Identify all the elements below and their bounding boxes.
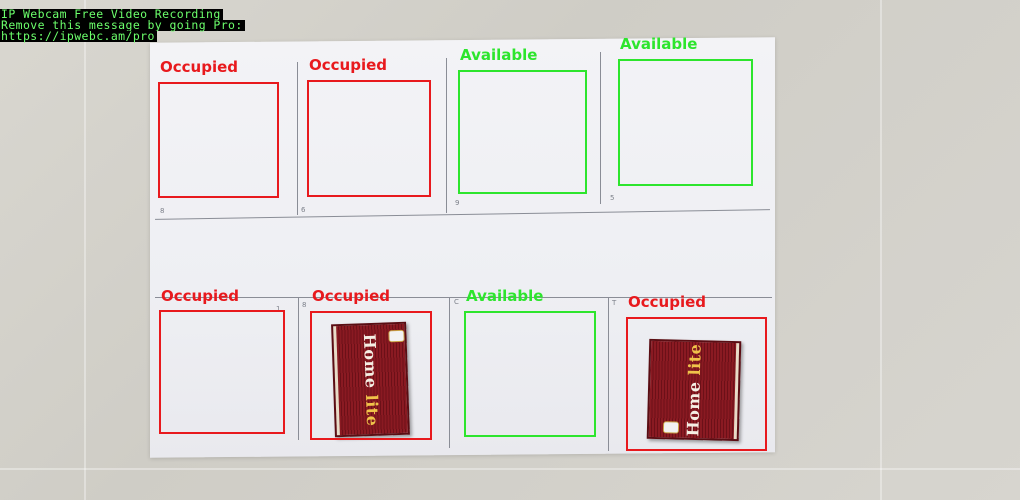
webcam-watermark: IP Webcam Free Video Recording Remove th… <box>0 7 245 43</box>
slot-detection-box <box>310 311 432 440</box>
slot-detection-box <box>307 80 431 197</box>
watermark-line-title: IP Webcam Free Video Recording <box>0 7 223 21</box>
slot-detection-box <box>464 311 596 437</box>
slot-status-label: Occupied <box>309 56 388 74</box>
grid-line-vertical <box>297 62 298 215</box>
slot-status-label: Occupied <box>628 293 707 311</box>
cell-number: 9 <box>455 199 460 207</box>
floor-tile-seam <box>84 0 86 500</box>
slot-status-label: Occupied <box>312 287 391 305</box>
cell-number: T <box>612 299 617 307</box>
grid-line-vertical <box>608 298 609 451</box>
cell-number: 8 <box>160 207 165 215</box>
slot-status-label: Available <box>460 46 538 64</box>
cell-number: C <box>454 298 459 306</box>
grid-line-vertical <box>298 298 299 440</box>
grid-line-vertical <box>446 58 447 213</box>
slot-detection-box <box>458 70 587 194</box>
slot-detection-box <box>618 59 753 186</box>
slot-status-label: Occupied <box>160 58 239 76</box>
floor-tile-seam <box>880 0 882 500</box>
watermark-line-upsell: Remove this message by going Pro: <box>0 18 245 32</box>
floor-tile-seam <box>0 468 1020 470</box>
cell-number: 8 <box>302 301 307 309</box>
slot-detection-box <box>626 317 767 451</box>
grid-line-vertical <box>600 52 601 204</box>
cell-number: 5 <box>610 194 615 202</box>
grid-line-vertical <box>449 298 450 448</box>
watermark-line-url[interactable]: https://ipwebc.am/pro <box>0 29 157 43</box>
slot-status-label: Occupied <box>161 287 240 305</box>
slot-detection-box <box>159 310 285 434</box>
grid-line-horizontal <box>155 297 772 298</box>
cell-number: 1 <box>276 305 281 313</box>
slot-status-label: Available <box>620 35 698 53</box>
slot-detection-box <box>158 82 279 198</box>
cell-number: 6 <box>301 206 306 214</box>
slot-status-label: Available <box>466 287 544 305</box>
